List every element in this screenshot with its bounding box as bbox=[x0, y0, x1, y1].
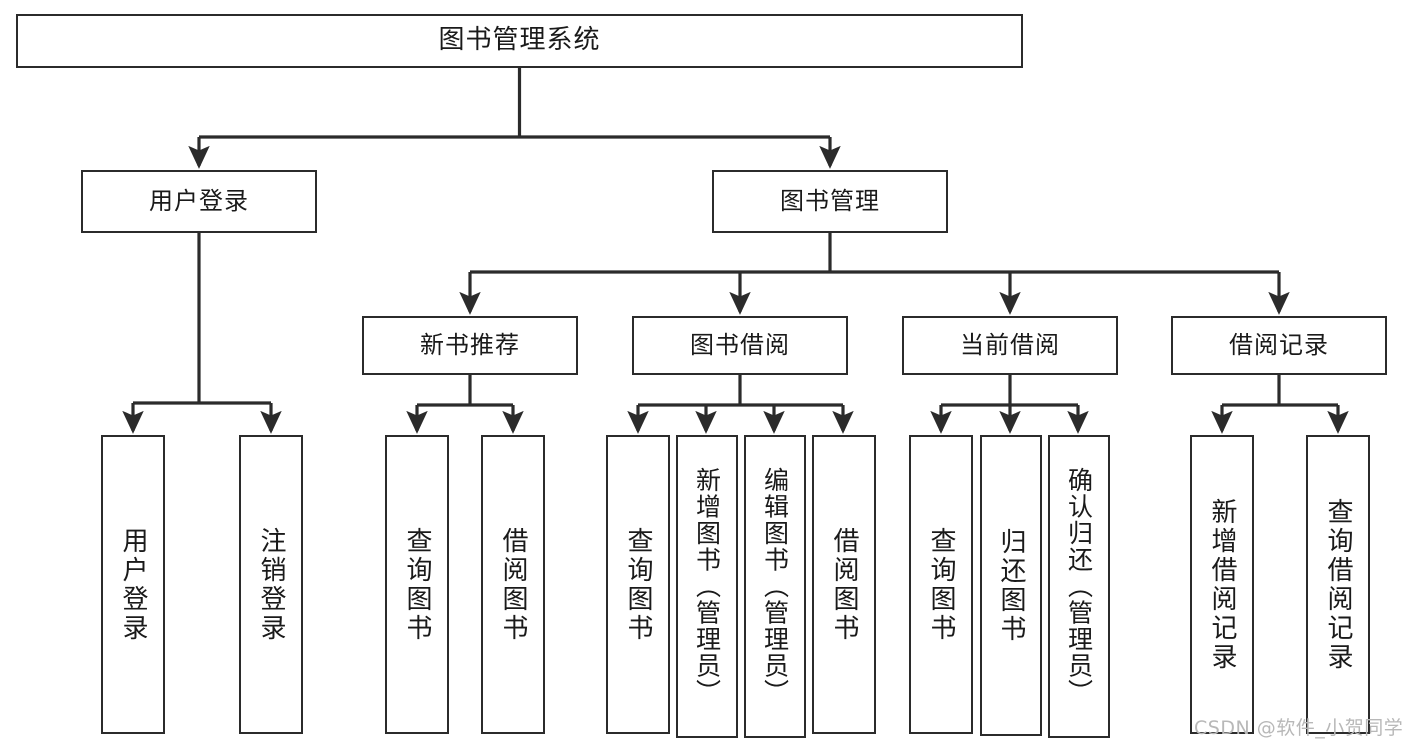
node-label: 查询借阅记录 bbox=[1323, 497, 1353, 672]
leaf-edit-book-admin[interactable]: 编辑图书（管理员） bbox=[744, 435, 806, 738]
leaf-query-book-new[interactable]: 查询图书 bbox=[385, 435, 449, 734]
leaf-add-borrow-record[interactable]: 新增借阅记录 bbox=[1190, 435, 1254, 734]
node-label: 新书推荐 bbox=[420, 330, 520, 359]
node-label: 用户登录 bbox=[118, 526, 148, 643]
leaf-query-borrow-record[interactable]: 查询借阅记录 bbox=[1306, 435, 1370, 734]
node-label: 确认归还（管理员） bbox=[1064, 467, 1094, 706]
leaf-borrow-book-new[interactable]: 借阅图书 bbox=[481, 435, 545, 734]
node-label: 查询图书 bbox=[623, 526, 653, 643]
leaf-add-book-admin[interactable]: 新增图书（管理员） bbox=[676, 435, 738, 738]
node-label: 编辑图书（管理员） bbox=[760, 467, 790, 706]
csdn-watermark: CSDN @软件_小贺同学 bbox=[1194, 717, 1404, 739]
node-label: 借阅记录 bbox=[1229, 330, 1329, 359]
node-label: 用户登录 bbox=[149, 186, 249, 215]
leaf-logout[interactable]: 注销登录 bbox=[239, 435, 303, 734]
leaf-query-book-borrow[interactable]: 查询图书 bbox=[606, 435, 670, 734]
leaf-confirm-return-admin[interactable]: 确认归还（管理员） bbox=[1048, 435, 1110, 738]
node-user-login[interactable]: 用户登录 bbox=[81, 170, 317, 233]
node-label: 借阅图书 bbox=[498, 526, 528, 643]
node-label: 查询图书 bbox=[402, 526, 432, 643]
node-label: 当前借阅 bbox=[960, 330, 1060, 359]
node-new-book-recommendation[interactable]: 新书推荐 bbox=[362, 316, 578, 375]
node-root-book-management-system[interactable]: 图书管理系统 bbox=[16, 14, 1023, 68]
node-book-borrowing[interactable]: 图书借阅 bbox=[632, 316, 848, 375]
leaf-borrow-book[interactable]: 借阅图书 bbox=[812, 435, 876, 734]
node-label: 新增借阅记录 bbox=[1207, 497, 1237, 672]
node-label: 图书管理 bbox=[780, 186, 880, 215]
node-label: 注销登录 bbox=[256, 526, 286, 643]
node-label: 归还图书 bbox=[996, 527, 1026, 644]
leaf-return-book[interactable]: 归还图书 bbox=[980, 435, 1042, 736]
node-borrow-records[interactable]: 借阅记录 bbox=[1171, 316, 1387, 375]
leaf-query-book-current[interactable]: 查询图书 bbox=[909, 435, 973, 734]
node-label: 图书借阅 bbox=[690, 330, 790, 359]
node-label: 查询图书 bbox=[926, 526, 956, 643]
node-current-borrowing[interactable]: 当前借阅 bbox=[902, 316, 1118, 375]
leaf-user-login[interactable]: 用户登录 bbox=[101, 435, 165, 734]
node-label: 新增图书（管理员） bbox=[692, 467, 722, 706]
node-label: 借阅图书 bbox=[829, 526, 859, 643]
node-book-management[interactable]: 图书管理 bbox=[712, 170, 948, 233]
node-label: 图书管理系统 bbox=[438, 25, 601, 56]
